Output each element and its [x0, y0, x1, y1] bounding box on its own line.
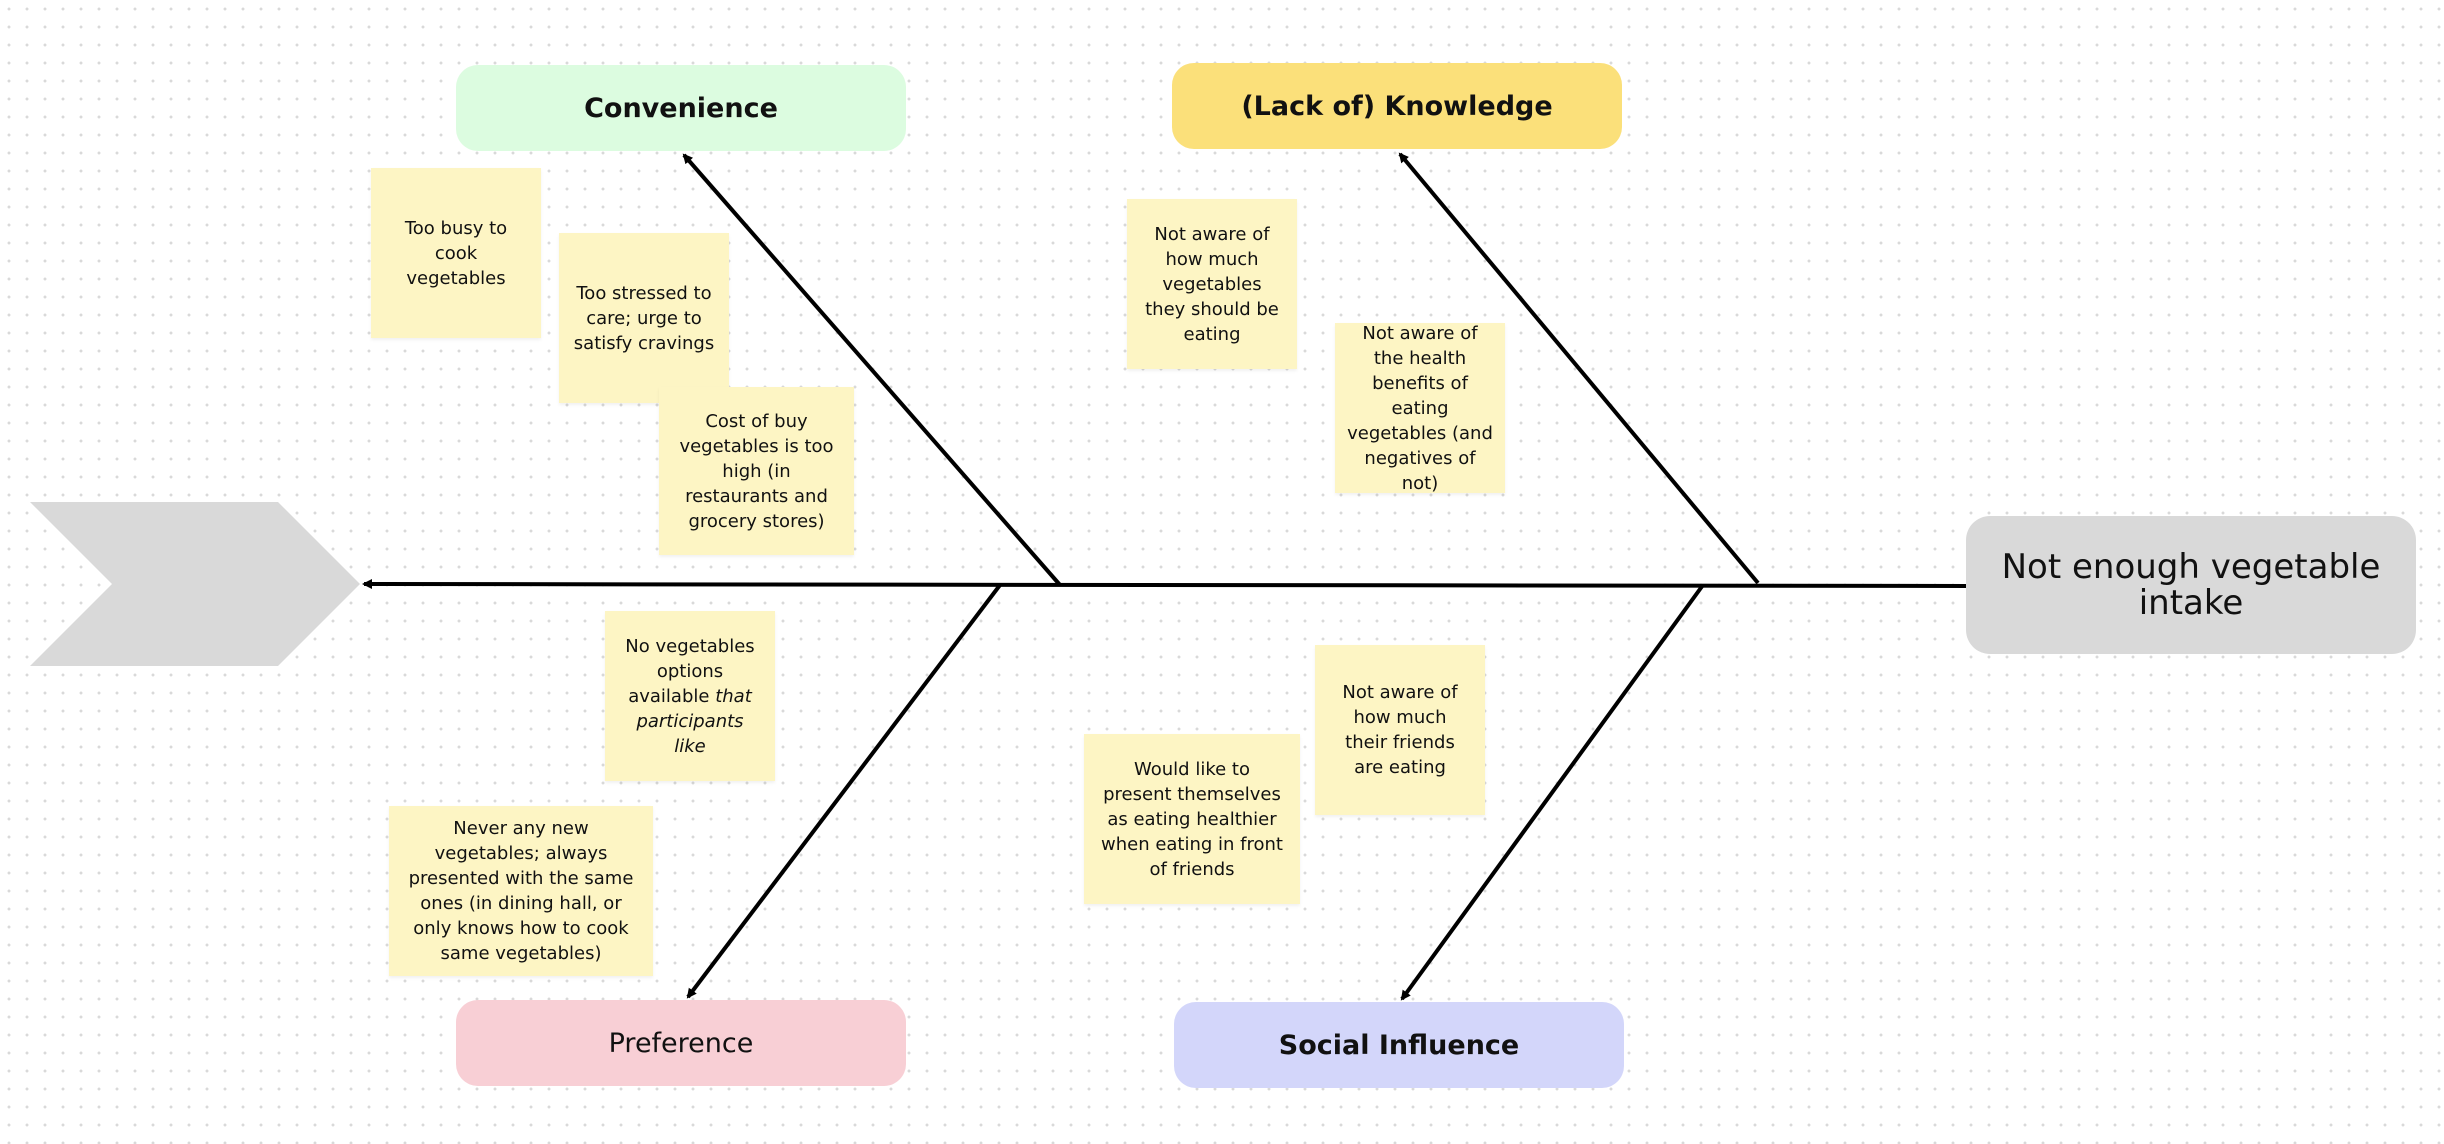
category-preference: Preference: [456, 1000, 906, 1086]
bone-preference: [686, 583, 1002, 999]
note-cost-text: Cost of buy vegetables is too high (in r…: [679, 410, 834, 532]
note-friends-eating: Not aware of how much their friends are …: [1315, 645, 1485, 815]
category-social-influence-label: Social Influence: [1278, 1029, 1520, 1061]
note-not-aware-amount-text: Not aware of how much vegetables they sh…: [1145, 223, 1279, 345]
bone-knowledge: [1398, 152, 1760, 585]
note-friends-eating-text: Not aware of how much their friends are …: [1342, 682, 1458, 778]
note-not-aware-benefits-text: Not aware of the health benefits of eati…: [1347, 322, 1493, 494]
fish-tail-shape: [30, 502, 360, 666]
category-convenience: Convenience: [456, 65, 906, 151]
note-too-stressed: Too stressed to care; urge to satisfy cr…: [559, 233, 729, 403]
note-too-busy-text: Too busy to cook vegetables: [404, 217, 508, 289]
note-no-options-plain: No vegetables options available: [625, 635, 755, 707]
note-no-options-text: No vegetables options available that par…: [619, 634, 761, 759]
category-preference-label: Preference: [608, 1027, 754, 1059]
note-too-busy: Too busy to cook vegetables: [371, 168, 541, 338]
note-present-healthier: Would like to present themselves as eati…: [1084, 734, 1300, 904]
effect-label: Not enough vegetable intake: [2001, 547, 2381, 623]
note-not-aware-benefits: Not aware of the health benefits of eati…: [1335, 322, 1505, 494]
note-no-options-italic: that participants like: [636, 685, 752, 757]
note-present-healthier-text: Would like to present themselves as eati…: [1100, 758, 1283, 880]
spine-line: [362, 579, 1967, 590]
note-too-stressed-text: Too stressed to care; urge to satisfy cr…: [573, 282, 715, 354]
note-no-options: No vegetables options available that par…: [605, 611, 775, 781]
category-social-influence: Social Influence: [1174, 1002, 1624, 1088]
bone-social: [1400, 583, 1705, 1001]
bone-convenience: [682, 153, 1062, 587]
note-cost: Cost of buy vegetables is too high (in r…: [659, 387, 854, 555]
category-knowledge-label: (Lack of) Knowledge: [1241, 90, 1553, 122]
note-never-new-text: Never any new vegetables; always present…: [408, 818, 634, 964]
effect-head: Not enough vegetable intake: [1966, 516, 2416, 654]
note-not-aware-amount: Not aware of how much vegetables they sh…: [1127, 199, 1297, 369]
category-knowledge: (Lack of) Knowledge: [1172, 63, 1622, 149]
category-convenience-label: Convenience: [584, 92, 778, 124]
note-never-new: Never any new vegetables; always present…: [389, 806, 653, 976]
